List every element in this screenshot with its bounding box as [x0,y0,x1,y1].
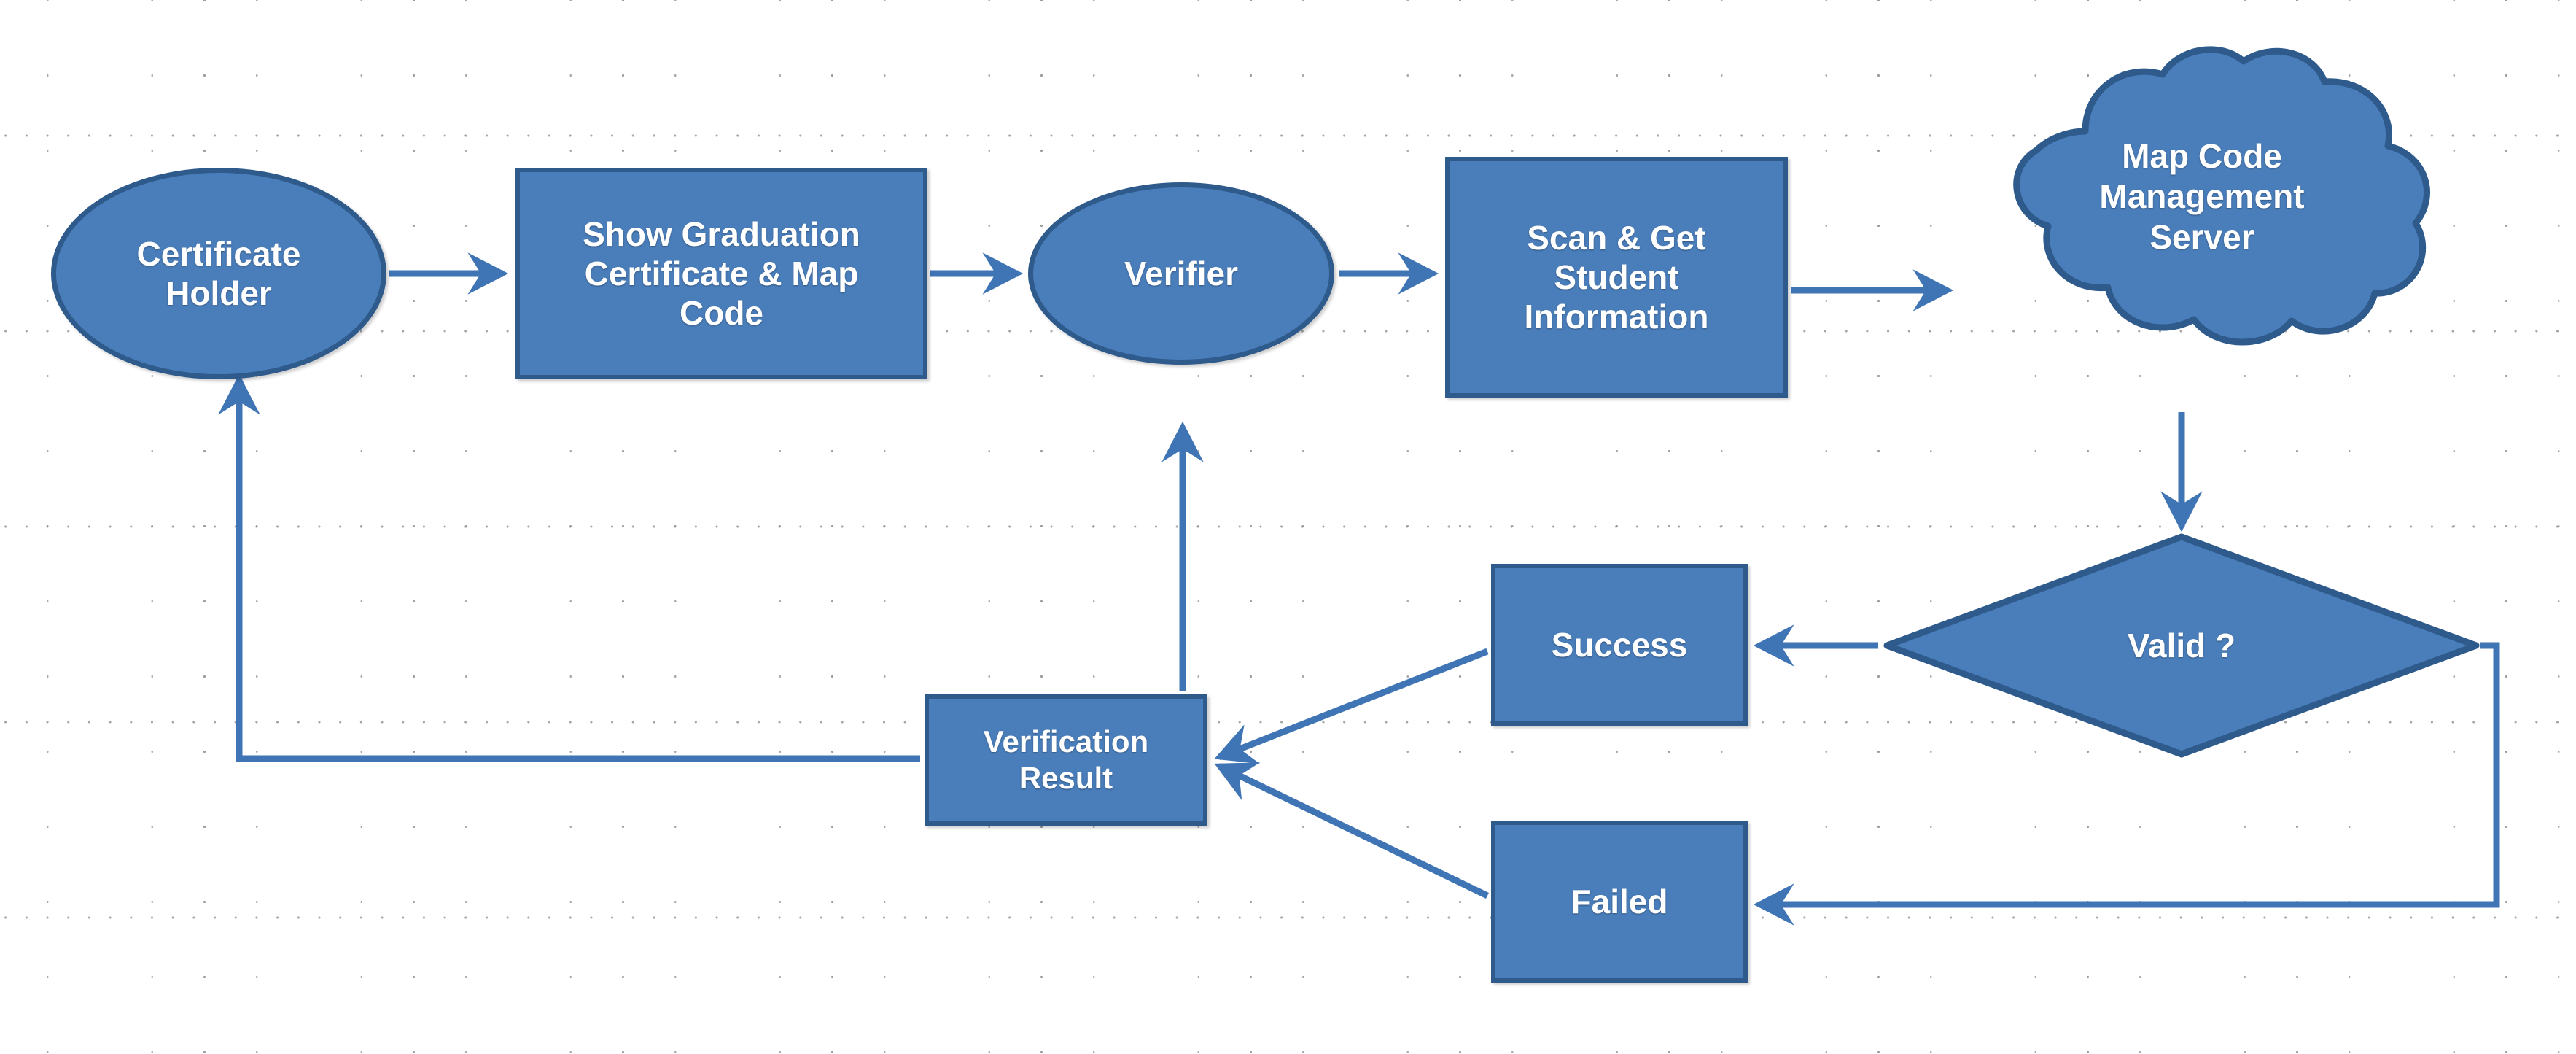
node-label-failed: Failed [1571,882,1668,921]
cloud-shape [2013,46,2430,346]
node-label-valid-decision: Valid ? [2127,627,2236,664]
node-label-verifier: Verifier [1124,254,1238,292]
node-label-map-code-server: Map Code Management Server [2099,137,2305,256]
edge-success-to-result [1214,648,1489,764]
node-label-certificate-holder: Certificate Holder [136,234,301,312]
edge-result-to-holder [218,373,920,762]
node-show-certificate[interactable]: Show Graduation Certificate & Map Code [515,168,927,379]
node-failed[interactable]: Failed [1491,821,1748,983]
node-verifier[interactable]: Verifier [1028,182,1334,365]
node-label-success: Success [1551,625,1688,664]
edge-valid-to-failed [1753,642,2500,926]
diamond-shape [1883,533,2480,758]
node-success[interactable]: Success [1491,564,1748,726]
node-certificate-holder[interactable]: Certificate Holder [51,168,386,379]
node-label-scan-get-info: Scan & Get Student Information [1524,218,1709,336]
edge-failed-to-result [1214,762,1489,899]
node-verification-result[interactable]: Verification Result [925,694,1207,826]
node-scan-get-info[interactable]: Scan & Get Student Information [1445,157,1788,398]
node-valid-decision[interactable]: Valid ? [1883,532,2480,759]
node-map-code-server[interactable]: Map Code Management Server [1958,44,2446,350]
node-label-show-certificate: Show Graduation Certificate & Map Code [583,214,860,333]
node-label-verification-result: Verification Result [983,724,1149,795]
